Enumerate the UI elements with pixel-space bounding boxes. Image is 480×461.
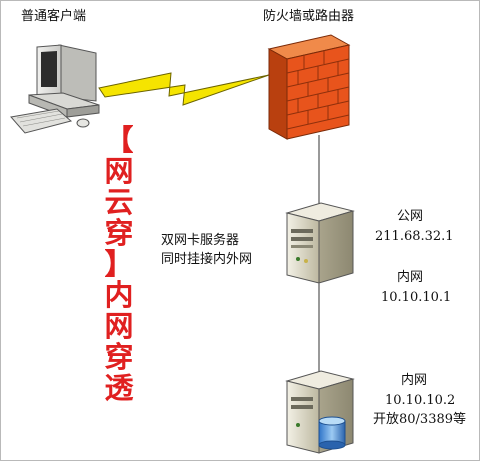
brand-char: 网 bbox=[104, 309, 134, 343]
computer-icon bbox=[10, 44, 100, 134]
brand-char: 内 bbox=[104, 278, 134, 312]
brand-char: 云 bbox=[104, 185, 134, 219]
database-server-icon bbox=[285, 370, 355, 454]
intranet-label-server2: 内网 bbox=[401, 373, 428, 388]
open-ports-label: 开放80/3389等 bbox=[373, 412, 467, 427]
brand-char: 网 bbox=[104, 154, 134, 188]
public-ip: 211.68.32.1 bbox=[375, 229, 454, 244]
brand-char: 穿 bbox=[104, 216, 134, 250]
server-icon bbox=[285, 202, 355, 284]
brand-char: 【 bbox=[104, 123, 134, 157]
lightning-bolt-icon bbox=[98, 72, 270, 106]
brand-char: 】 bbox=[104, 247, 134, 281]
brand-vertical-text: 【 网 云 穿 】 内 网 穿 透 bbox=[101, 125, 137, 404]
intranet-label-server1: 内网 bbox=[397, 270, 424, 285]
firewall-label: 防火墙或路由器 bbox=[263, 9, 355, 24]
public-network-label: 公网 bbox=[397, 209, 424, 224]
intranet-ip-server2: 10.10.10.2 bbox=[385, 393, 456, 408]
intranet-ip-server1: 10.10.10.1 bbox=[381, 290, 452, 305]
brand-char: 穿 bbox=[104, 340, 134, 374]
server1-caption-line2: 同时挂接内外网 bbox=[161, 252, 253, 267]
firewall-icon bbox=[267, 34, 351, 140]
server1-caption-line1: 双网卡服务器 bbox=[161, 233, 240, 248]
client-label: 普通客户端 bbox=[21, 9, 87, 24]
brand-char: 透 bbox=[104, 371, 134, 405]
